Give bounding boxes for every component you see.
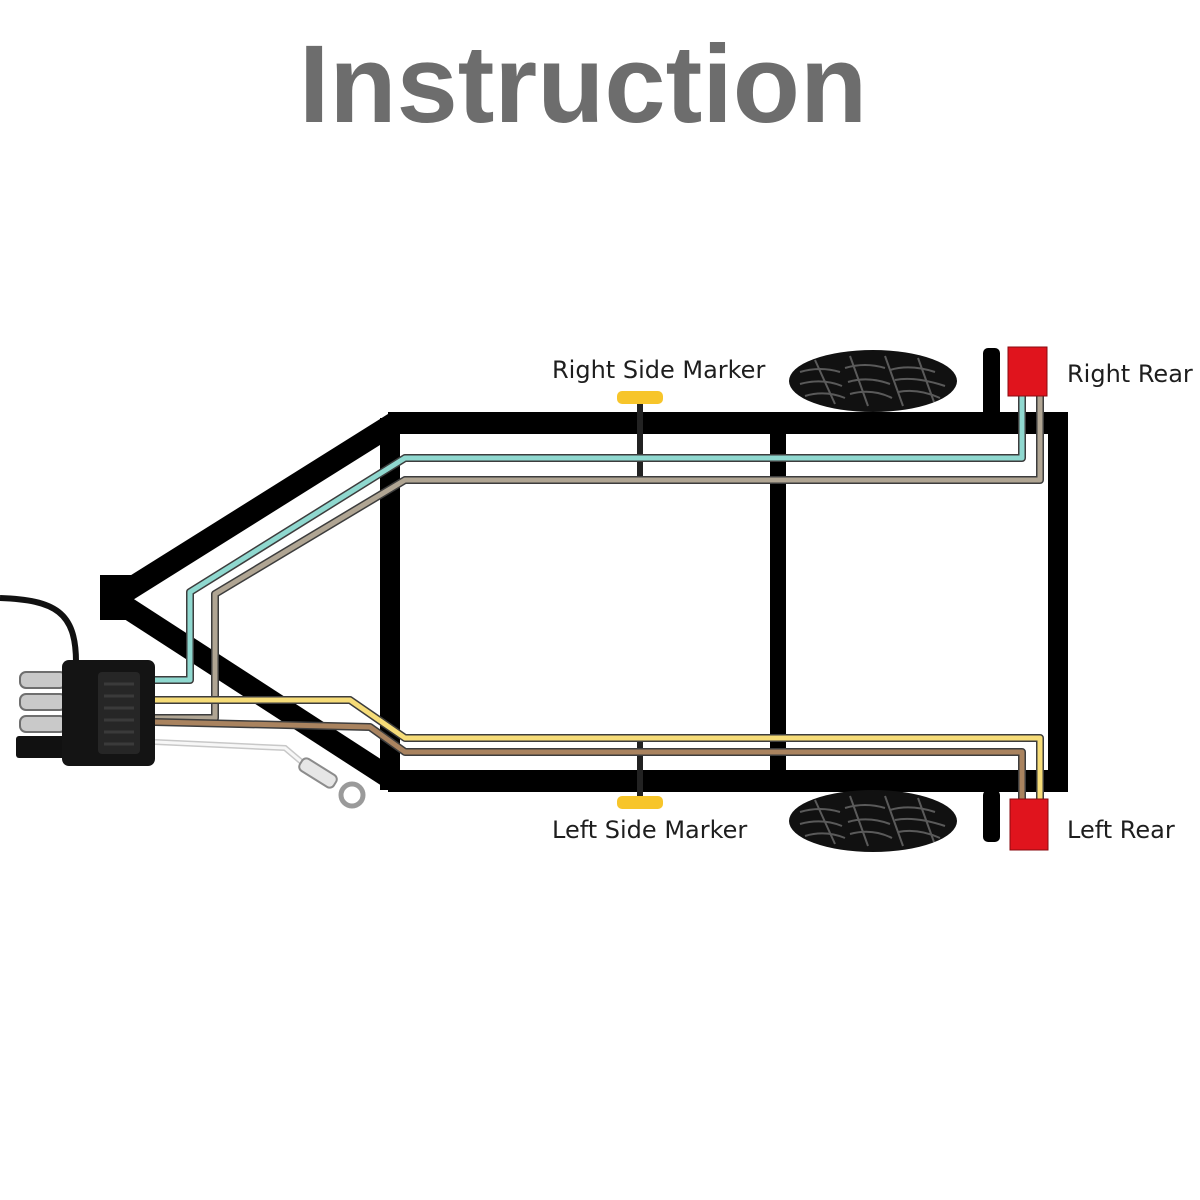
left-tire — [789, 790, 957, 852]
gray-wire-outline — [155, 396, 1044, 722]
page-title: Instruction — [299, 23, 867, 146]
tongue-lower-rail — [106, 588, 402, 792]
ring-terminal — [298, 757, 366, 809]
gray-wire — [155, 396, 1043, 721]
right-tire-tread — [799, 355, 946, 407]
wire-harness — [0, 396, 1044, 809]
hitch-coupler — [100, 575, 134, 620]
right-tail-light — [1007, 346, 1048, 397]
right-side-marker-label: Right Side Marker — [552, 356, 765, 384]
left-marker-lamp — [617, 796, 663, 809]
frame-front-beam — [380, 418, 400, 790]
frame-rear-beam — [1048, 412, 1068, 792]
green-wire — [155, 396, 1025, 683]
trailer-frame — [100, 348, 1068, 842]
connector-pin-1 — [19, 671, 67, 689]
four-way-connector — [16, 660, 155, 766]
left-tire-tread — [799, 795, 946, 847]
right-rear-label: Right Rear — [1067, 360, 1193, 388]
right-marker-lamp — [617, 391, 663, 404]
connector-ridges — [104, 682, 134, 746]
tongue-upper-rail — [106, 412, 402, 610]
left-rear-label: Left Rear — [1067, 816, 1175, 844]
frame-bottom-beam — [388, 770, 1068, 792]
left-marker-stem — [637, 740, 643, 798]
ground-cable — [0, 595, 79, 663]
right-marker-stem — [637, 402, 643, 482]
frame-cross-member — [770, 430, 786, 772]
connector-ground-blade — [16, 736, 66, 758]
left-side-marker-label: Left Side Marker — [552, 816, 747, 844]
right-light-bracket — [983, 348, 1000, 420]
frame-top-beam — [388, 412, 1068, 434]
connector-pin-3 — [19, 715, 67, 733]
yellow-wire — [155, 697, 1043, 802]
white-wire — [154, 740, 305, 766]
ring-terminal-crimp — [298, 757, 338, 789]
ring-terminal-eye — [338, 781, 366, 809]
left-light-bracket — [983, 790, 1000, 842]
left-tail-light — [1009, 798, 1049, 851]
left-side-marker — [617, 740, 663, 809]
connector-pin-2 — [19, 693, 67, 711]
right-side-marker — [617, 391, 663, 482]
brown-wire — [154, 719, 1025, 802]
green-wire-outline — [155, 396, 1026, 684]
right-tire — [789, 350, 957, 412]
